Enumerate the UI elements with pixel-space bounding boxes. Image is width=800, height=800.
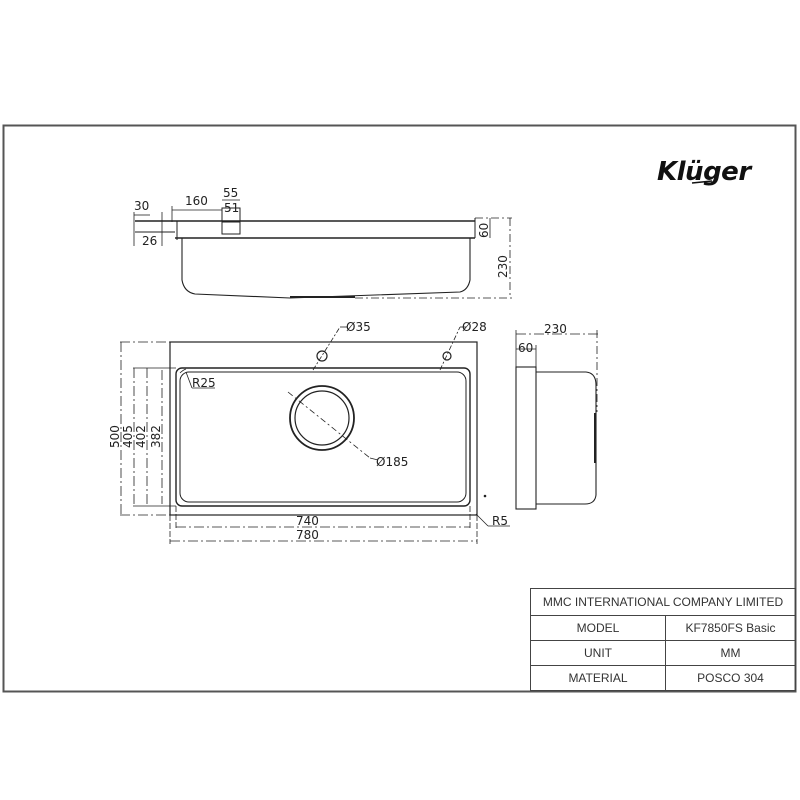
title-block: MMC INTERNATIONAL COMPANY LIMITED MODEL … — [530, 588, 796, 691]
brand-swoosh — [691, 180, 713, 184]
dim-55: 55 — [223, 186, 238, 200]
dim-30: 30 — [134, 199, 149, 213]
drawing-frame — [2, 124, 797, 693]
dim-160: 160 — [185, 194, 208, 208]
table-row-model: MODEL KF7850FS Basic — [530, 615, 796, 641]
dim-405: 405 — [121, 425, 135, 448]
dim-382: 382 — [149, 425, 163, 448]
model-label: MODEL — [530, 615, 666, 641]
dim-230-end: 230 — [544, 322, 567, 336]
dim-60-end: 60 — [518, 341, 533, 355]
material-label: MATERIAL — [530, 665, 666, 691]
table-row-material: MATERIAL POSCO 304 — [530, 665, 796, 691]
dim-accessory-hole: Ø28 — [462, 320, 487, 334]
brand-logo: Klüger — [657, 157, 753, 187]
unit-label: UNIT — [530, 640, 666, 666]
dim-402: 402 — [134, 425, 148, 448]
dim-drain: Ø185 — [376, 455, 408, 469]
side-view — [133, 199, 512, 299]
dim-51: 51 — [224, 201, 239, 215]
material-value: POSCO 304 — [665, 665, 796, 691]
dim-230-side: 230 — [496, 255, 510, 278]
top-view — [120, 326, 510, 544]
dim-740: 740 — [296, 514, 319, 528]
dim-500: 500 — [108, 425, 122, 448]
end-view — [515, 330, 598, 510]
dim-tap-hole: Ø35 — [346, 320, 371, 334]
dim-60-side: 60 — [477, 223, 491, 238]
unit-value: MM — [665, 640, 796, 666]
dim-26: 26 — [142, 234, 157, 248]
company-name: MMC INTERNATIONAL COMPANY LIMITED — [530, 588, 796, 616]
dim-r5: R5 — [492, 514, 508, 528]
table-row-unit: UNIT MM — [530, 640, 796, 666]
model-value: KF7850FS Basic — [665, 615, 796, 641]
dim-780: 780 — [296, 528, 319, 542]
dim-r25: R25 — [192, 376, 216, 390]
